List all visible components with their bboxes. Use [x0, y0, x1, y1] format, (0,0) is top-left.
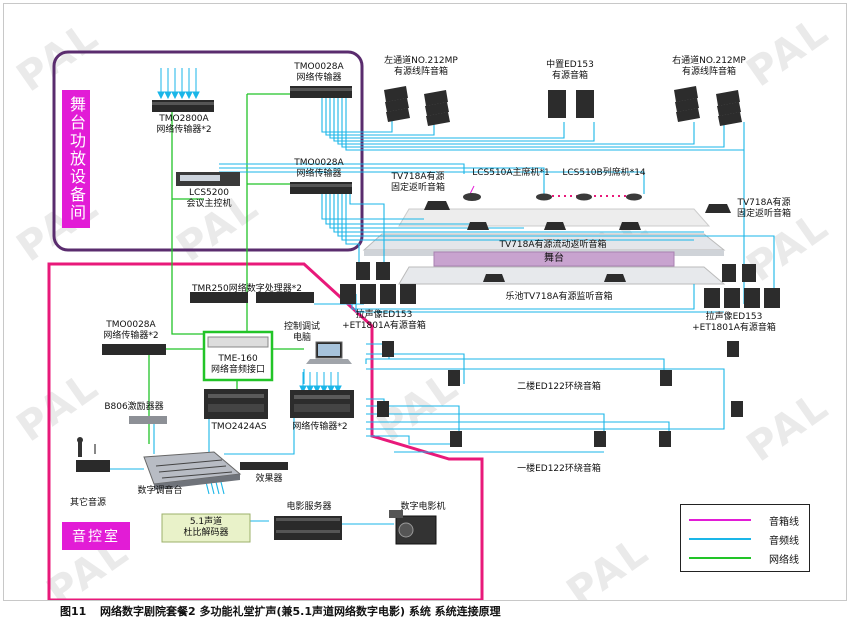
legend-row-speaker: 音箱线 [689, 513, 807, 528]
tmo0028a-mid-label: TMO0028A 网络传输器 [274, 158, 364, 180]
transmitter2-label: 网络传输器*2 [292, 422, 348, 432]
stage-room-outline [52, 50, 364, 252]
tmo0028a-top-device [290, 86, 352, 98]
tme160-label: TME-160 网络音频接口 [204, 354, 272, 376]
control-pc-text: 控制调试 电脑 [283, 322, 320, 343]
dolby-decoder-box [161, 513, 251, 543]
left-array-text: 左通道NO.212MP 有源线阵音箱 [384, 56, 458, 77]
tmo2424as-label: TMO2424AS [211, 422, 267, 432]
cinema-projector-device [389, 510, 437, 545]
tmr250-device-b [256, 292, 314, 303]
center-speakers [548, 90, 594, 118]
legend-row-audio: 音频线 [689, 532, 807, 547]
left-line-array [384, 86, 450, 126]
tmo2800a-device [152, 100, 214, 112]
conference-units [463, 193, 642, 201]
tmo0028a-top-label: TMO0028A 网络传输器 [274, 62, 364, 84]
rack-devices [102, 86, 354, 540]
input-arrows [157, 68, 342, 394]
diagram-canvas [47, 50, 780, 600]
tmo0028a-ctrl-device [102, 344, 166, 355]
center-speaker-text: 中置ED153 有源音箱 [546, 60, 594, 81]
stage-area [362, 208, 726, 285]
mixer-label: 数字调音台 [137, 486, 183, 496]
figure-title: 网络数字剧院套餐2 多功能礼堂扩声(兼5.1声道网络数字电影) 系统 系统连接原… [100, 605, 501, 618]
drape-right-label: 拉声像ED153 +ET1801A有源音箱 [684, 312, 784, 334]
stage-monitors [424, 201, 731, 282]
tv718a-right-label: TV718A有源 固定返听音箱 [724, 198, 804, 220]
cinema-projector-label: 数字电影机 [400, 502, 446, 512]
control-room-outline [47, 262, 484, 600]
tmo2800a-text: TMO2800A 网络传输器*2 [156, 114, 212, 135]
stage-room-label: 舞台功放设备间 [62, 90, 90, 228]
first-floor-label: 一楼ED122环绕音箱 [517, 464, 601, 474]
speaker-lines [469, 185, 475, 195]
tmo0028a-ctrl-label: TMO0028A 网络传输器*2 [86, 320, 176, 342]
control-pc-label: 控制调试 电脑 [272, 322, 332, 344]
tv718a-mobile-label: TV718A有源流动返听音箱 [499, 240, 607, 250]
drape-left-text: 拉声像ED153 +ET1801A有源音箱 [342, 310, 426, 331]
legend-label-network: 网络线 [769, 555, 799, 566]
legend-label-speaker: 音箱线 [769, 517, 799, 528]
lcs510b-label: LCS510B列席机*14 [562, 168, 646, 178]
effects-label: 效果器 [255, 474, 283, 484]
second-floor-label: 二楼ED122环绕音箱 [517, 382, 601, 392]
legend-label-audio: 音频线 [769, 536, 799, 547]
tmo0028a-mid-device [290, 182, 352, 194]
diagram-frame: PAL PAL PAL PAL PAL PAL PAL PAL PAL PAL … [3, 3, 847, 601]
legend-row-network: 网络线 [689, 551, 807, 566]
tmr250-device-a [190, 292, 248, 303]
right-array-text: 右通道NO.212MP 有源线阵音箱 [672, 56, 746, 77]
right-line-array [674, 86, 742, 126]
pit-monitor-label: 乐池TV718A有源监听音箱 [505, 292, 613, 302]
second-floor-surrounds [382, 341, 739, 386]
legend-swatch-network [689, 557, 751, 559]
tmo0028a-mid-text: TMO0028A 网络传输器 [294, 158, 344, 179]
left-drape-speakers [340, 262, 416, 304]
center-speaker-label: 中置ED153 有源音箱 [530, 60, 610, 82]
dolby-decoder-label: 5.1声道 杜比解码器 [162, 517, 250, 539]
right-array-label: 右通道NO.212MP 有源线阵音箱 [654, 56, 764, 78]
control-room-label: 音控室 [62, 522, 130, 550]
tmo2800a-label: TMO2800A 网络传输器*2 [134, 114, 234, 136]
tme160-text: TME-160 网络音频接口 [210, 354, 265, 375]
figure-number: 图11 [60, 605, 87, 618]
b806-label: B806激励器器 [104, 402, 164, 412]
first-floor-surrounds [377, 401, 743, 447]
control-pc-device [306, 341, 352, 364]
tv718a-left-text: TV718A有源 固定返听音箱 [390, 172, 445, 193]
stage-label: 舞台 [544, 253, 564, 264]
drape-right-text: 拉声像ED153 +ET1801A有源音箱 [692, 312, 776, 333]
lcs5200-label: LCS5200 会议主控机 [164, 188, 254, 210]
other-source-label: 其它音源 [69, 498, 106, 508]
effects-device [240, 462, 288, 470]
tmo0028a-ctrl-text: TMO0028A 网络传输器*2 [103, 320, 159, 341]
tv718a-left-label: TV718A有源 固定返听音箱 [378, 172, 458, 194]
dolby-decoder-text: 5.1声道 杜比解码器 [183, 517, 229, 538]
film-server-label: 电影服务器 [286, 502, 332, 512]
drape-left-label: 拉声像ED153 +ET1801A有源音箱 [334, 310, 434, 332]
legend-swatch-audio [689, 538, 751, 540]
mixer-device [143, 451, 242, 490]
tmr250-label: TMR250网络数字处理器*2 [192, 284, 302, 294]
left-array-label: 左通道NO.212MP 有源线阵音箱 [366, 56, 476, 78]
wireless-mic-device [76, 437, 110, 472]
lcs5200-text: LCS5200 会议主控机 [186, 188, 232, 209]
stage-bar [433, 251, 675, 267]
legend-swatch-speaker [689, 519, 751, 521]
b806-device [129, 416, 167, 424]
lcs510a-label: LCS510A主席机*1 [472, 168, 550, 178]
legend: 音箱线 音频线 网络线 [680, 504, 810, 572]
right-drape-speakers [704, 264, 780, 308]
tv718a-right-text: TV718A有源 固定返听音箱 [736, 198, 791, 219]
tmo0028a-top-text: TMO0028A 网络传输器 [294, 62, 344, 83]
